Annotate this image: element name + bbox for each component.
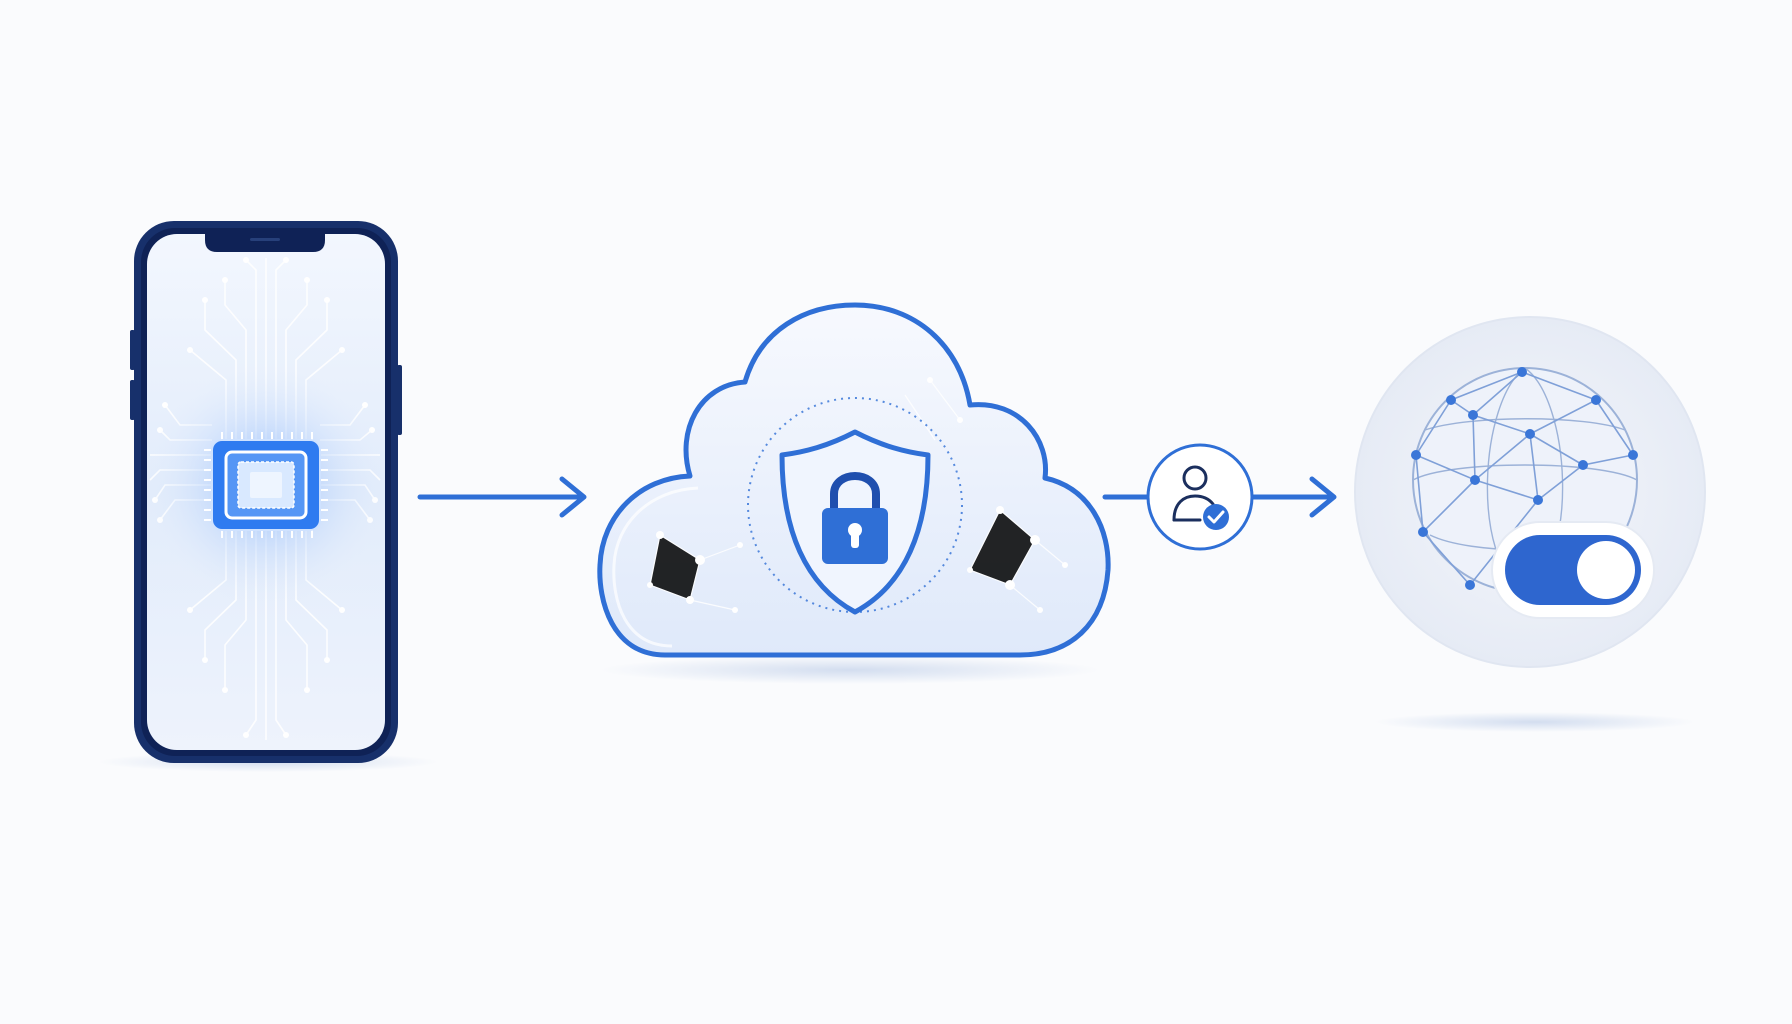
toggle-knob — [1577, 541, 1635, 599]
phone-notch — [205, 234, 325, 252]
lock-icon — [822, 472, 888, 564]
shield-dotted-ring — [747, 397, 963, 613]
cloud-network-dots — [647, 377, 1068, 613]
cloud-shield-lock-icon — [597, 302, 1111, 684]
processor-chip-icon — [204, 432, 328, 538]
smartphone-chip-icon — [98, 221, 438, 772]
toggle-switch[interactable] — [1491, 521, 1655, 619]
user-check-icon — [1146, 443, 1254, 551]
globe-nodes — [1411, 367, 1638, 590]
arrow-device-to-cloud — [417, 476, 587, 518]
arrow-cloud-to-network — [1102, 476, 1337, 518]
checkmark-badge-icon — [1203, 504, 1229, 530]
globe-toggle-icon — [1354, 316, 1706, 732]
